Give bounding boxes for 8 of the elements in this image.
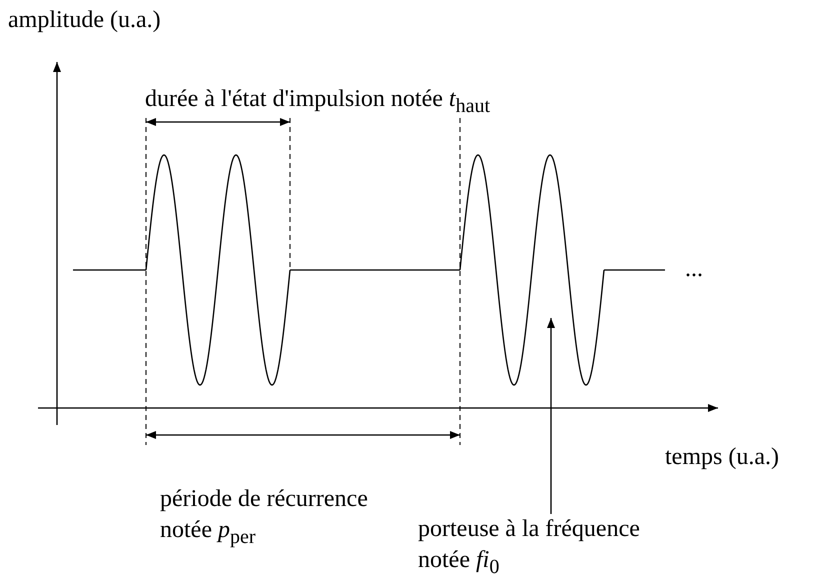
dimension-label: durée à l'état d'impulsion notée t$_{haut}$ xyxy=(145,85,490,119)
axis-label: temps (u.a.) xyxy=(665,443,779,472)
carrier-pulse-drawing xyxy=(459,154,605,386)
axis-label: amplitude (u.a.) xyxy=(8,6,161,35)
continuation-dots: ... xyxy=(685,255,703,284)
annotation-text: porteuse à la fréquence notée fi$_{0}$ xyxy=(418,514,688,574)
leader-line xyxy=(547,318,555,514)
dimension-label: période de récurrence notée p$_{per}$ xyxy=(160,485,369,550)
